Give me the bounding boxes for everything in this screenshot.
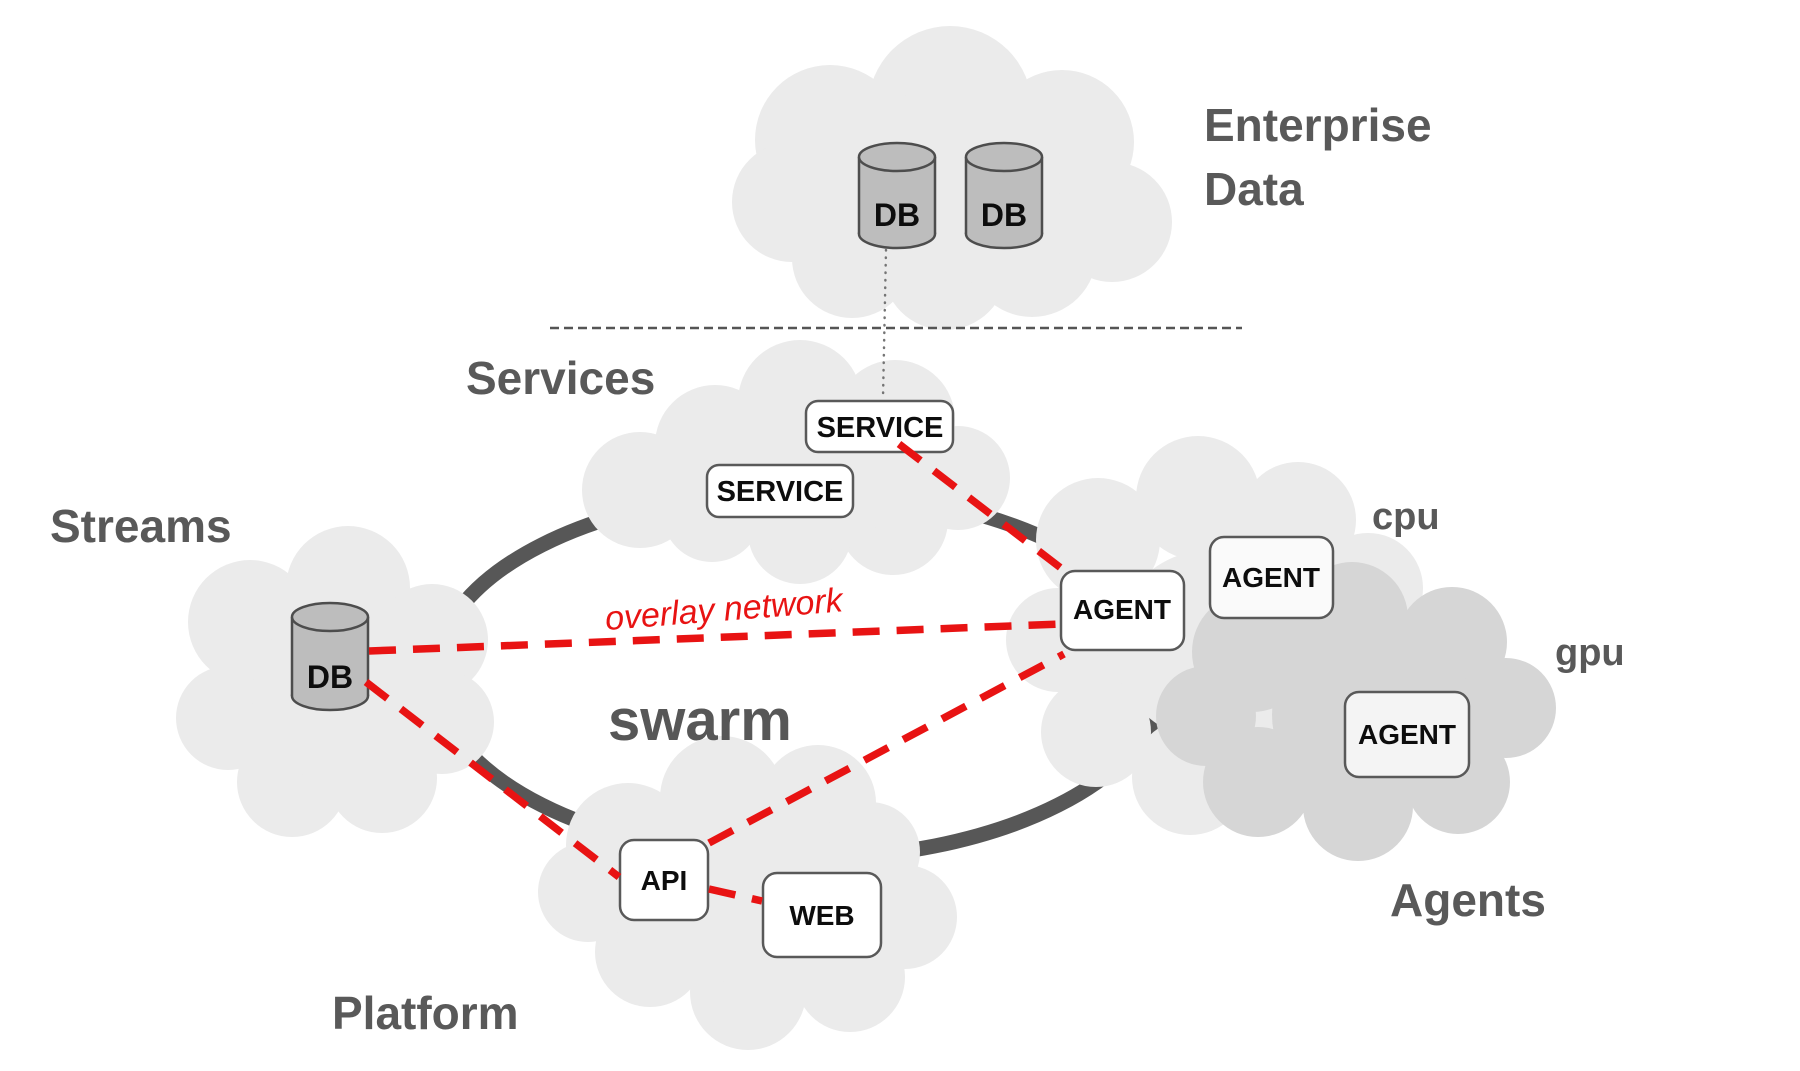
service-left-node: SERVICE (705, 463, 855, 519)
agent-hub-node: AGENT (1059, 569, 1186, 652)
service-left-label: SERVICE (717, 476, 844, 508)
link-api-web (708, 885, 763, 905)
api-node: API (618, 838, 710, 922)
enterprise-cloud (732, 26, 1172, 330)
link-service-agent (896, 441, 1073, 578)
enterprise-db2-label: DB (981, 197, 1027, 233)
agent-cpu-node: AGENT (1208, 535, 1335, 620)
agent-cpu-label: AGENT (1222, 562, 1320, 593)
agent-gpu-node: AGENT (1343, 690, 1471, 779)
gpu-label: gpu (1555, 632, 1625, 674)
streams-db-cylinder: DB (290, 601, 370, 712)
link-streamsdb-agent (368, 620, 1063, 655)
overlay-network-label: overlay network (604, 581, 846, 638)
web-node: WEB (761, 871, 883, 959)
streams-db-label: DB (307, 659, 353, 695)
agent-gpu-label: AGENT (1358, 719, 1456, 750)
db-service-dotted-link (881, 248, 888, 400)
enterprise-db2-cylinder: DB (964, 141, 1044, 250)
enterprise-label-line2: Data (1204, 163, 1304, 215)
overlay-network-links (363, 441, 1073, 905)
enterprise-db1-label: DB (874, 197, 920, 233)
link-streamsdb-api (363, 679, 622, 880)
agent-hub-label: AGENT (1073, 594, 1171, 625)
swarm-label: swarm (608, 688, 792, 753)
api-label: API (641, 865, 688, 896)
cpu-label: cpu (1372, 496, 1440, 538)
enterprise-db1-cylinder: DB (857, 141, 937, 250)
agents-label: Agents (1390, 874, 1546, 926)
service-top-label: SERVICE (817, 412, 944, 444)
enterprise-label-line1: Enterprise (1204, 99, 1432, 151)
link-api-agent (707, 650, 1066, 847)
platform-cloud (538, 736, 957, 1050)
platform-label: Platform (332, 987, 519, 1039)
web-label: WEB (789, 900, 854, 931)
streams-label: Streams (50, 500, 232, 552)
service-top-node: SERVICE (804, 399, 955, 454)
services-label: Services (466, 352, 655, 404)
